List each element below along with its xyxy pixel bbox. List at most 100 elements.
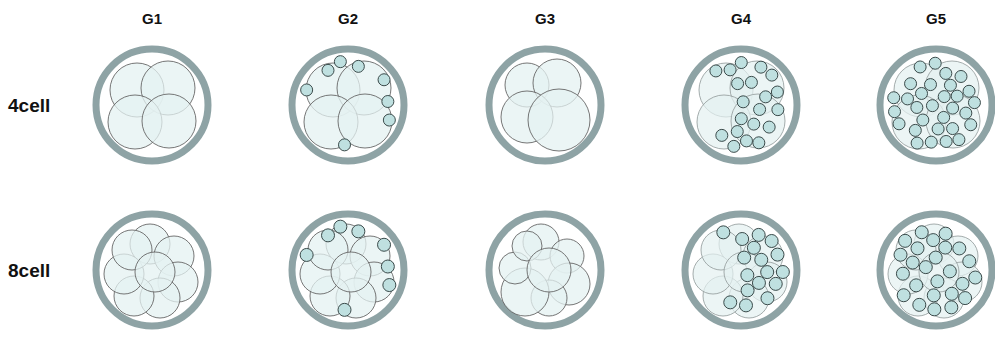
fragment: [914, 61, 926, 73]
row-label: 4cell: [8, 96, 50, 115]
fragment: [752, 228, 765, 241]
embryo: [685, 214, 797, 326]
fragment: [955, 70, 967, 82]
fragment: [383, 279, 396, 292]
fragment: [953, 242, 966, 255]
embryo: [880, 49, 992, 161]
zona-pellucida: [880, 49, 992, 161]
fragment: [953, 134, 965, 146]
column-header: G1: [142, 11, 162, 26]
fragment: [963, 85, 975, 97]
fragment: [732, 78, 744, 90]
fragment: [382, 96, 394, 108]
fragment: [736, 233, 749, 246]
fragment: [897, 289, 910, 302]
fragment: [322, 229, 335, 242]
fragment: [741, 269, 754, 282]
fragment: [748, 118, 760, 130]
embryo: [292, 49, 404, 161]
fragment: [731, 126, 743, 138]
fragment: [710, 65, 722, 77]
fragment: [960, 107, 972, 119]
fragment: [939, 227, 952, 240]
fragment: [896, 267, 909, 280]
fragment: [741, 284, 754, 297]
embryo: [96, 214, 208, 326]
blastomere: [926, 94, 980, 148]
fragment: [915, 226, 928, 239]
column-header: G4: [731, 11, 751, 26]
fragment: [352, 225, 365, 238]
embryo: [489, 214, 601, 326]
zona-pellucida: [685, 214, 797, 326]
fragment: [969, 271, 982, 284]
fragment: [771, 248, 784, 261]
fragment: [776, 266, 789, 279]
row-label: 8cell: [8, 261, 50, 280]
fragment: [753, 137, 765, 149]
fragment: [938, 111, 950, 123]
zona-pellucida: [880, 214, 992, 326]
zona-pellucida: [489, 49, 601, 161]
embryo: [880, 214, 992, 326]
fragment: [910, 279, 923, 292]
fragment: [889, 106, 901, 118]
fragment: [745, 76, 757, 88]
fragment: [761, 266, 774, 279]
zona-pellucida: [685, 49, 797, 161]
fragment: [772, 104, 784, 116]
fragment: [766, 69, 778, 81]
blastomere: [142, 94, 196, 148]
fragment: [739, 299, 752, 312]
zona-pellucida: [489, 214, 601, 326]
fragment: [938, 91, 950, 103]
fragment: [728, 140, 740, 152]
fragment: [911, 101, 923, 113]
fragment: [905, 78, 917, 90]
blastomere: [528, 89, 590, 151]
fragment: [944, 79, 956, 91]
blastomere: [527, 248, 571, 292]
fragment: [911, 137, 923, 149]
fragment: [899, 234, 912, 247]
fragment: [940, 67, 952, 79]
fragment: [911, 242, 924, 255]
zona-pellucida: [292, 49, 404, 161]
fragment: [717, 226, 730, 239]
fragment: [927, 289, 940, 302]
fragment: [929, 57, 941, 69]
fragment: [893, 118, 905, 130]
zona-pellucida: [96, 49, 208, 161]
fragment: [301, 84, 313, 96]
embryo: [489, 49, 601, 161]
blastomere: [919, 252, 959, 292]
fragment: [771, 86, 783, 98]
fragment: [956, 277, 969, 290]
fragment: [927, 234, 940, 247]
fragment: [888, 92, 900, 104]
fragment: [951, 90, 963, 102]
embryo: [96, 49, 208, 161]
fragment: [913, 298, 926, 311]
fragment: [334, 220, 347, 233]
fragment: [763, 121, 775, 133]
fragment: [965, 119, 977, 131]
fragment: [737, 96, 749, 108]
fragment: [917, 114, 929, 126]
fragment: [945, 287, 958, 300]
column-header: G3: [535, 11, 555, 26]
fragment: [963, 255, 976, 268]
column-header: G2: [338, 11, 358, 26]
column-header: G5: [926, 11, 946, 26]
fragment: [947, 123, 959, 135]
zona-pellucida: [96, 214, 208, 326]
fragment: [909, 124, 921, 136]
fragment: [931, 275, 944, 288]
fragment: [755, 61, 767, 73]
fragment: [735, 113, 747, 125]
zona-pellucida: [292, 214, 404, 326]
fragment: [928, 303, 941, 316]
fragment: [724, 296, 737, 309]
